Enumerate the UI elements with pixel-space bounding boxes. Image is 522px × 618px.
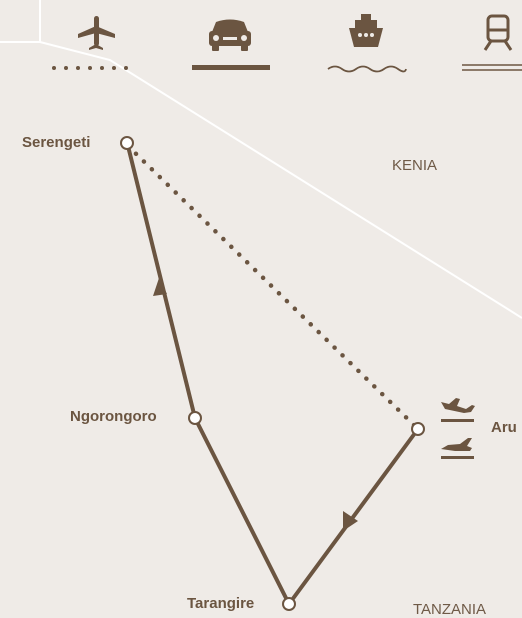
airport-arrival-departure-icon <box>441 398 475 459</box>
border-kenia-tanzania <box>39 41 522 319</box>
label-tanzania: TANZANIA <box>413 601 487 618</box>
train-legend-line <box>462 64 522 71</box>
flight-route-serengeti-arusha <box>125 143 421 432</box>
label-ngorongoro: Ngorongoro <box>70 408 157 425</box>
marker-ngorongoro <box>188 411 202 425</box>
airplane-icon <box>78 16 115 50</box>
direction-arrow-ngorongoro-serengeti <box>153 278 167 296</box>
border-line-top-left <box>0 0 41 43</box>
ship-legend-line <box>327 65 407 73</box>
label-tarangire: Tarangire <box>187 595 255 612</box>
label-kenia: KENIA <box>392 157 438 174</box>
airplane-legend-line <box>52 66 128 70</box>
label-serengeti: Serengeti <box>22 134 91 151</box>
road-route <box>126 145 420 606</box>
country-borders <box>0 0 522 319</box>
train-icon <box>483 14 513 51</box>
label-arusha: Aru <box>491 419 517 436</box>
marker-tarangire <box>282 597 296 611</box>
ship-icon <box>349 14 383 47</box>
direction-arrow-arusha-tarangire <box>343 511 358 531</box>
marker-arusha <box>411 422 425 436</box>
marker-serengeti <box>120 136 134 150</box>
car-legend-line <box>192 65 270 70</box>
car-icon <box>209 19 251 51</box>
